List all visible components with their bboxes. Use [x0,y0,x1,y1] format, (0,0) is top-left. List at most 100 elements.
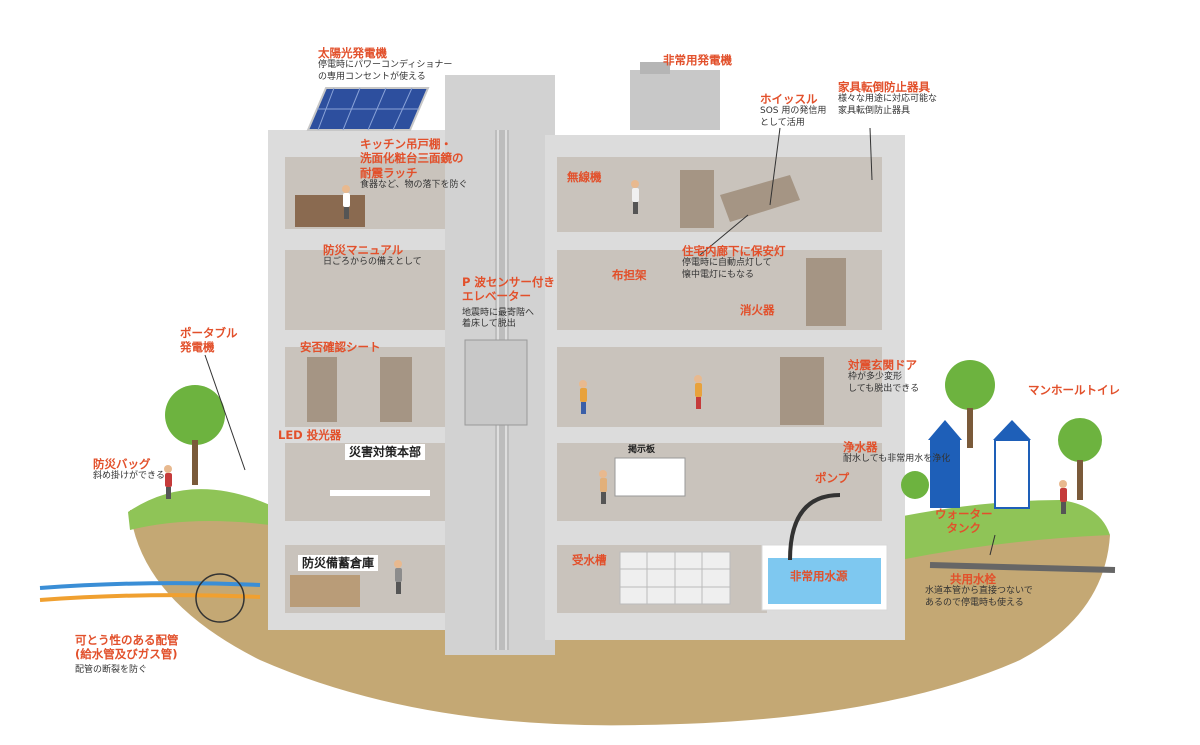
label-water-tank: ウォーター タンク [935,507,993,536]
label-corridor-desc: 懐中電灯にもなる [682,269,755,280]
label-pump: ポンプ [815,471,849,485]
label-purifier: 浄水器 耐水しても非常用水を浄化 [843,440,950,466]
label-hq-title: 災害対策本部 [345,444,426,460]
label-manual-title: 防災マニュアル [323,243,404,257]
label-portable-generator: ポータブル 発電機 [180,326,238,355]
label-stretcher-title: 布担架 [612,268,647,282]
orange-pipe [39,593,261,602]
label-kitchen-title: 耐震ラッチ [360,165,418,180]
label-safety-sheet-title: 安否確認シート [300,340,381,354]
manhole-toilet-1 [930,440,960,508]
label-furniture: 家具転倒防止器具 様々な用途に対応可能な 家具転倒防止器具 [838,80,937,117]
label-purifier-title: 浄水器 [843,440,878,454]
label-storage: 防災備蓄倉庫 [298,552,379,572]
tree-left [165,385,225,445]
label-whistle-title: ホイッスル [760,92,818,106]
label-pipe: 可とう性のある配管 (給水管及びガス管) 配管の断裂を防ぐ [75,633,179,676]
label-radio: 無線機 [567,170,602,184]
label-manhole: マンホールトイレ [1028,383,1120,397]
label-led-title: LED 投光器 [278,428,342,442]
label-door-desc: しても脱出できる [848,383,920,394]
label-pipe-title: 可とう性のある配管 [75,633,179,647]
label-extinguisher: 消火器 [740,303,775,317]
label-solar: 太陽光発電機 停電時にパワーコンディショナー の専用コンセントが使える [318,46,452,83]
pipe-highlight-ring [195,573,245,623]
room-right-1 [557,157,882,232]
label-hydrant: 共用水栓 水道本管から直接つないで あるので停電時も使える [925,572,1033,609]
grass-left [128,489,270,530]
tree-right-2 [1058,418,1102,462]
door-a [680,170,714,228]
label-elevator-desc: 地震時に最寄階へ [462,307,535,318]
tree-right-1 [945,360,995,410]
blue-pipe [39,581,261,590]
label-hydrant-title: 共用水栓 [950,572,996,586]
manhole-toilet-2 [994,439,1030,509]
label-pipe-desc: 配管の断裂を防ぐ [75,664,148,675]
label-solar-title: 太陽光発電機 [318,46,387,60]
label-hq: 災害対策本部 [345,441,426,461]
label-corridor-desc: 停電時に自動点灯して [682,258,772,269]
label-corridor-title: 住宅内廊下に保安灯 [682,244,786,258]
elevator-car [464,339,528,426]
grass-right [840,500,1110,560]
label-bag-desc: 斜め掛けができる [93,471,165,482]
label-door: 対震玄関ドア 枠が多少変形 しても脱出できる [848,358,919,395]
label-hydrant-desc: 水道本管から直接つないで [925,586,1033,597]
door-c [780,357,824,425]
label-bulletin: 掲示板 [628,445,656,455]
label-receiver-title: 受水槽 [572,553,607,567]
label-furniture-desc: 様々な用途に対応可能な [838,94,938,105]
door-e [380,357,412,422]
label-bag: 防災バッグ 斜め掛けができる [93,457,165,483]
label-generator-title: 非常用発電機 [663,53,732,67]
label-water-tank-title: タンク [946,521,982,536]
label-hydrant-desc: あるので停電時も使える [925,597,1024,608]
label-solar-desc: 停電時にパワーコンディショナー [318,60,453,71]
label-generator: 非常用発電機 [663,53,732,67]
label-purifier-desc: 耐水しても非常用水を浄化 [843,454,951,465]
label-kitchen-title: 洗面化粧台三面鏡の [360,151,464,166]
door-d [307,357,337,422]
room-right-3 [557,347,882,427]
bulletin-board-panel [614,457,686,497]
label-door-desc: 枠が多少変形 [848,372,903,383]
label-manhole-title: マンホールトイレ [1028,383,1120,397]
label-manual-desc: 日ごろからの備えとして [323,257,422,268]
label-whistle-desc: SOS 用の発信用 [760,106,827,117]
label-furniture-desc: 家具転倒防止器具 [838,105,911,116]
fallen-cabinet [720,175,800,222]
label-storage-title: 防災備蓄倉庫 [298,555,379,571]
label-kitchen-title: キッチン吊戸棚・ [360,137,452,151]
roof-generator [630,70,720,130]
label-pipe-title: (給水管及びガス管) [75,647,178,662]
label-portable-generator-title: 発電機 [180,340,215,355]
label-whistle-desc: として活用 [760,117,805,128]
label-furniture-title: 家具転倒防止器具 [838,80,930,94]
label-whistle: ホイッスル SOS 用の発信用 として活用 [760,92,826,129]
kitchen-counter [295,195,365,227]
label-radio-title: 無線機 [567,170,602,184]
label-elevator-title: エレベーター [462,289,531,304]
label-solar-desc: の専用コンセントが使える [318,71,426,82]
label-door-title: 対震玄関ドア [848,358,917,372]
label-portable-generator-title: ポータブル [180,326,238,340]
label-emergency-water: 非常用水源 [790,569,848,583]
room-right-4 [557,443,882,521]
label-elevator-desc: 着床して脱出 [462,319,516,329]
pump-hose [788,493,841,561]
label-elevator: P 波センサー付き エレベーター 地震時に最寄階へ 着床して脱出 [462,275,555,330]
label-corridor: 住宅内廊下に保安灯 停電時に自動点灯して 懐中電灯にもなる [682,244,786,281]
room-left-2 [285,250,445,330]
label-kitchen-desc: 食器など、物の落下を防ぐ [360,180,468,191]
label-bag-title: 防災バッグ [93,457,151,471]
label-water-tank-title: ウォーター [935,507,993,521]
label-kitchen: キッチン吊戸棚・ 洗面化粧台三面鏡の 耐震ラッチ 食器など、物の落下を防ぐ [360,137,468,191]
label-elevator-title: P 波センサー付き [462,275,555,289]
label-receiver: 受水槽 [572,553,607,567]
label-extinguisher-title: 消火器 [740,303,775,317]
door-b [806,258,846,326]
label-manual: 防災マニュアル 日ごろからの備えとして [323,243,422,269]
